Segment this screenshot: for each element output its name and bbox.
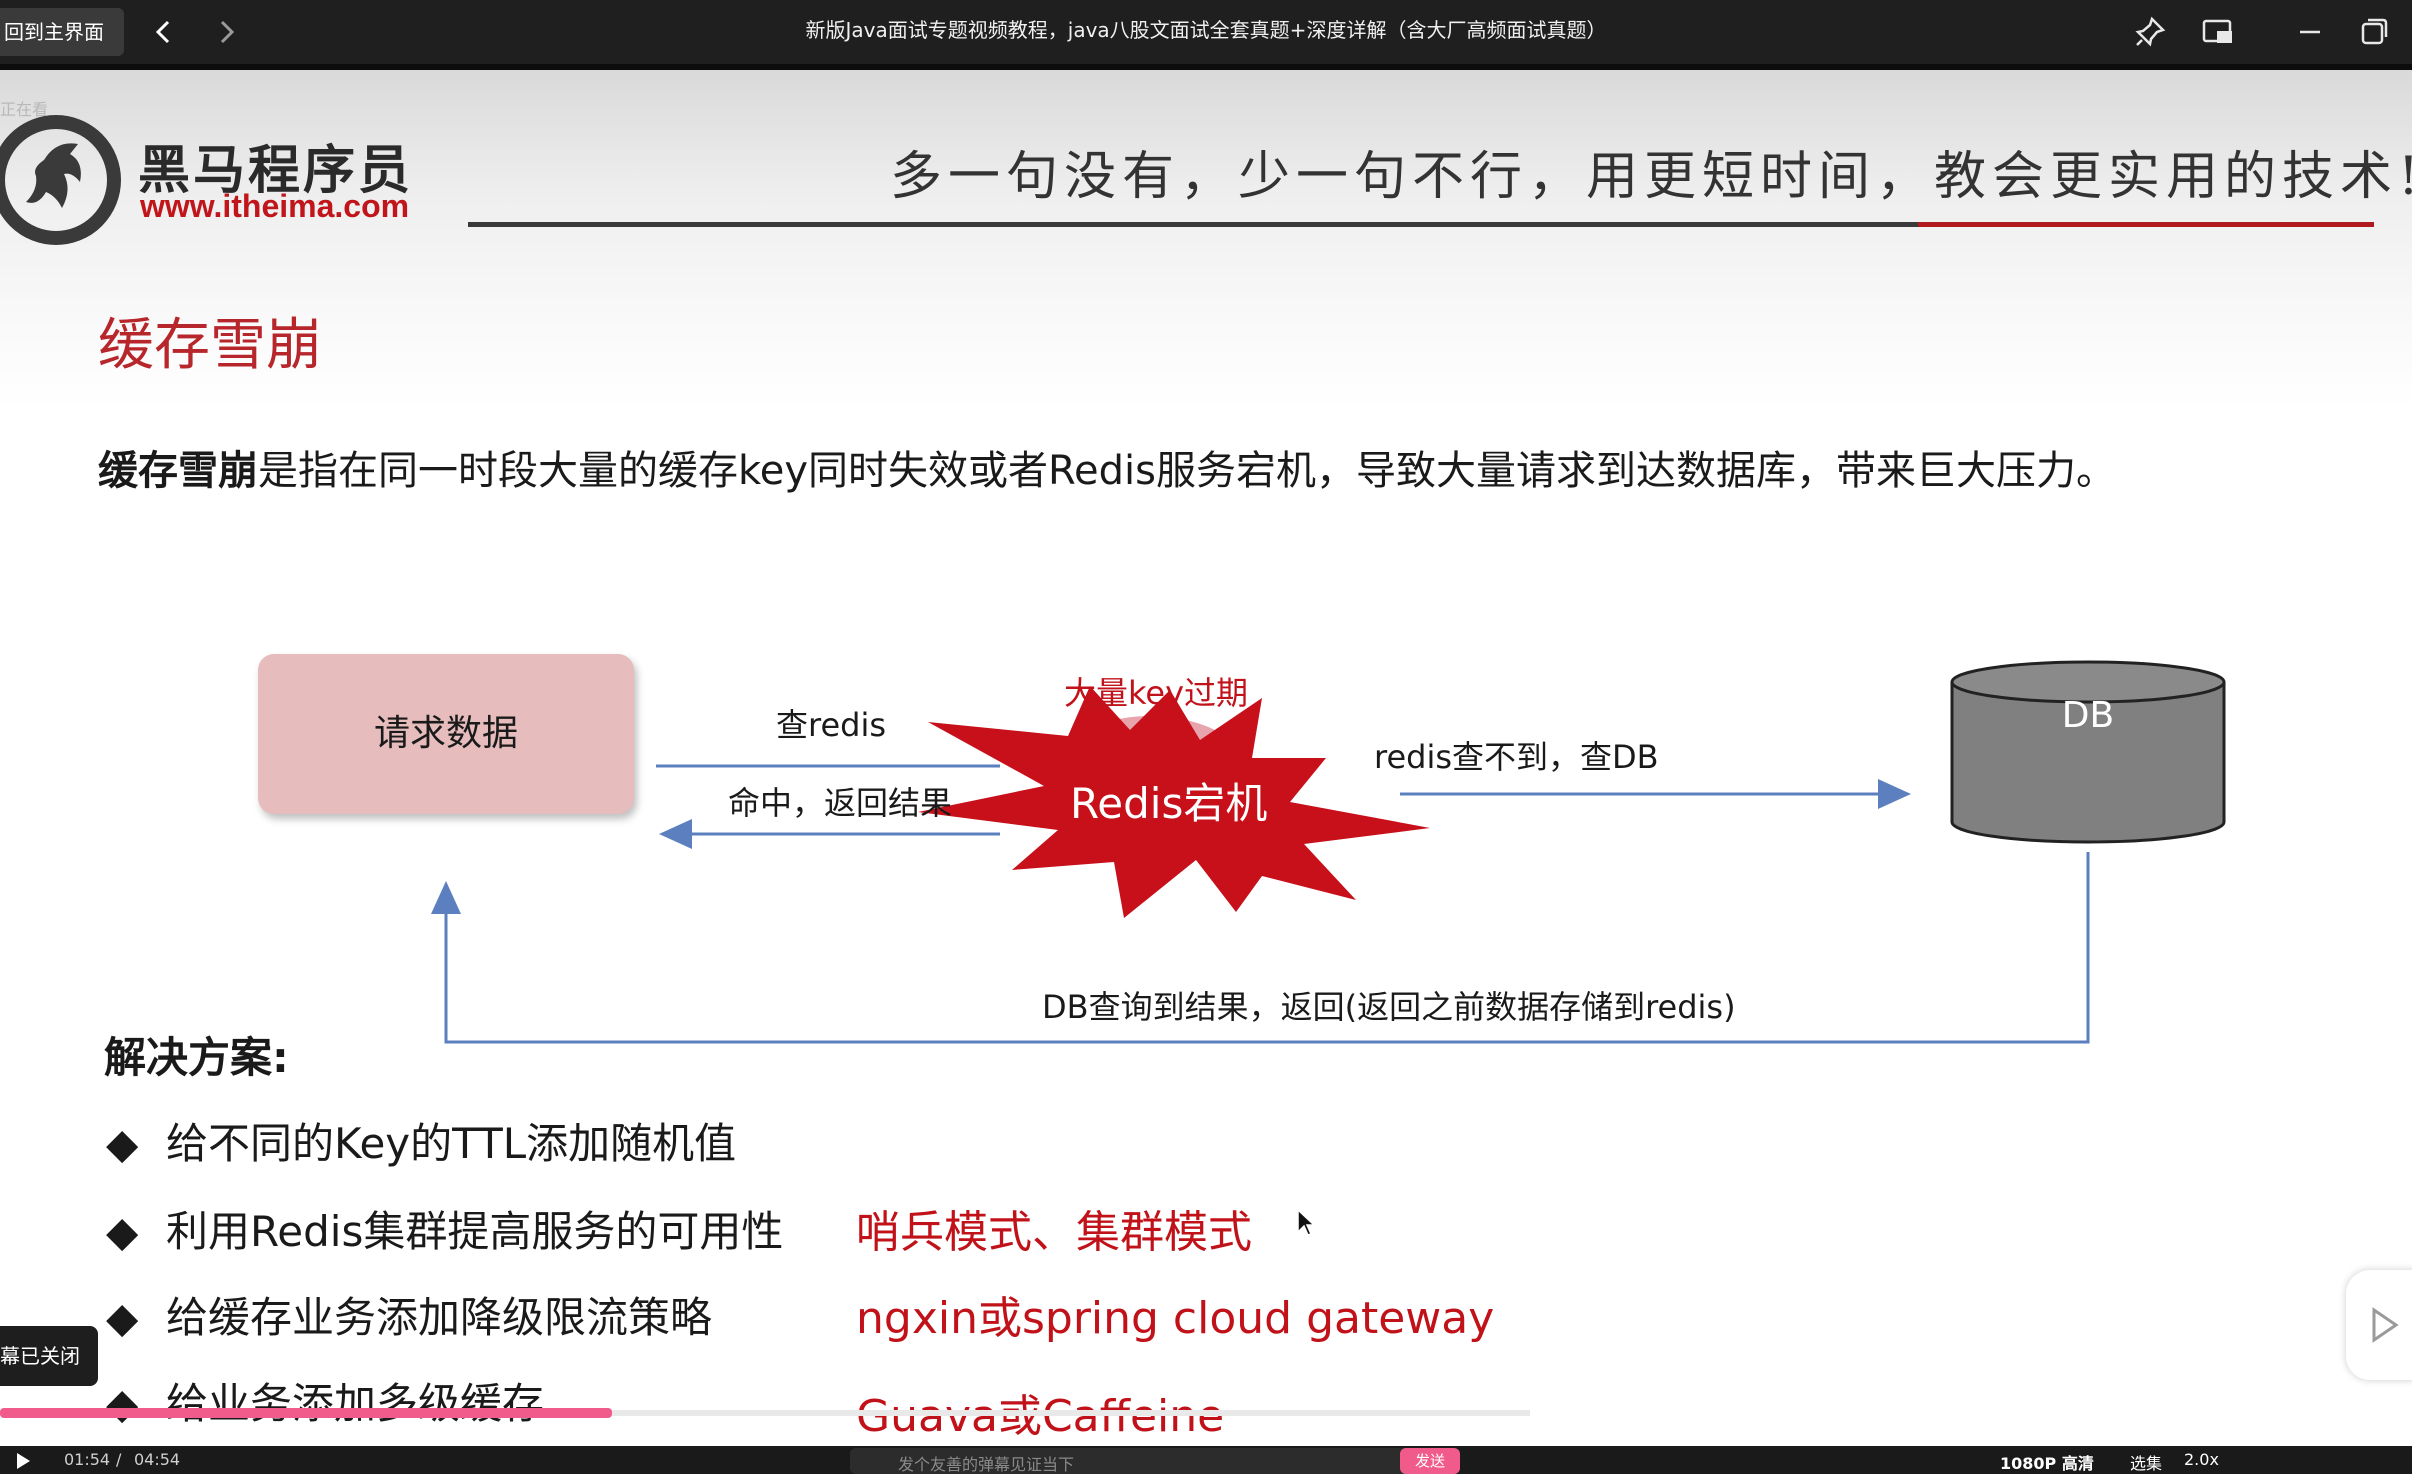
cache-avalanche-diagram: 请求数据 查redis 命中，返回结果 大量key过期 Redis宕机 redi… [0, 590, 2412, 1060]
minimize-icon[interactable] [2292, 14, 2328, 50]
danmu-input[interactable]: 发个友善的弹幕见证当下 [850, 1448, 1460, 1474]
diagram-canvas [431, 660, 2226, 1044]
send-danmu-button[interactable]: 发送 [1400, 1448, 1460, 1474]
redis-miss-label: redis查不到，查DB [1374, 738, 1659, 776]
brand-url: www.itheima.com [140, 188, 410, 224]
query-redis-label: 查redis [776, 706, 887, 744]
progress-track[interactable] [0, 1410, 1530, 1416]
solution-text: 给不同的Key的TTL添加随机值 [166, 1119, 737, 1168]
slogan-divider [468, 222, 2374, 227]
player-controls: 01:54 / 04:54 发个友善的弹幕见证当下 发送 1080P 高清 选集… [0, 1446, 2412, 1474]
solution-item: ◆ 给不同的Key的TTL添加随机值 [106, 1110, 736, 1171]
definition-term: 缓存雪崩 [98, 448, 258, 494]
explosion-star [918, 686, 1430, 918]
solution-note: 哨兵模式、集群模式 [856, 1207, 1252, 1258]
play-outline-icon [2372, 1307, 2399, 1343]
solution-item: ◆ 给业务添加多级缓存 [106, 1370, 544, 1431]
episode-selector[interactable]: 选集 [2130, 1454, 2163, 1473]
solution-note: ngxin或spring cloud gateway [856, 1293, 1495, 1344]
slogan-divider-accent [1918, 222, 2374, 227]
db-return-arrow [431, 852, 2090, 1044]
solution-item: ◆ 给缓存业务添加降级限流策略 [106, 1284, 712, 1345]
lecture-slide[interactable]: 正在看 黑马程序员 www.itheima.com 多一句没有，少一句不行，用更… [0, 70, 2412, 1474]
many-keys-expire-label: 大量key过期 [1064, 674, 1249, 712]
brand-name: 黑马程序员 [138, 141, 414, 201]
side-play-button[interactable] [2346, 1270, 2412, 1380]
diamond-bullet-icon: ◆ [106, 1119, 139, 1168]
danmu-placeholder: 发个友善的弹幕见证当下 [898, 1455, 1075, 1474]
hit-return-label: 命中，返回结果 [728, 784, 953, 822]
speed-selector[interactable]: 2.0x [2184, 1450, 2219, 1469]
mouse-cursor-icon [1296, 1208, 1316, 1238]
request-data-box: 请求数据 [258, 654, 634, 814]
time-total: 04:54 [134, 1450, 181, 1469]
solution-note: Guava或Caffeine [856, 1391, 1225, 1442]
slide-title: 缓存雪崩 [98, 313, 322, 378]
progress-fill[interactable] [0, 1408, 612, 1418]
picture-in-picture-icon[interactable] [2200, 14, 2236, 50]
watching-label: 正在看 [0, 100, 49, 119]
pin-icon[interactable] [2132, 14, 2168, 50]
quality-selector[interactable]: 1080P 高清 [2000, 1454, 2094, 1473]
play-icon[interactable] [12, 1450, 34, 1472]
solution-item: ◆ 利用Redis集群提高服务的可用性 [106, 1198, 783, 1259]
diamond-bullet-icon: ◆ [106, 1207, 139, 1256]
solution-text: 给缓存业务添加降级限流策略 [166, 1293, 713, 1342]
danmu-closed-toast: 幕已关闭 [0, 1326, 98, 1386]
back-to-main-button[interactable]: 回到主界面 [0, 8, 124, 56]
chevron-right-icon[interactable] [208, 14, 244, 50]
window-titlebar: 回到主界面 新版Java面试专题视频教程，java八股文面试全套真题+深度详解（… [0, 0, 2412, 68]
db-label: DB [2061, 695, 2115, 736]
db-cylinder-icon [1950, 660, 2226, 844]
time-separator: / [116, 1450, 122, 1469]
window-title: 新版Java面试专题视频教程，java八股文面试全套真题+深度详解（含大厂高频面… [805, 18, 1607, 42]
solution-text: 给业务添加多级缓存 [166, 1379, 545, 1428]
solution-text: 利用Redis集群提高服务的可用性 [166, 1207, 784, 1256]
definition-body: 是指在同一时段大量的缓存key同时失效或者Redis服务宕机，导致大量请求到达数… [258, 448, 2116, 494]
diamond-bullet-icon: ◆ [106, 1293, 139, 1342]
solutions-heading: 解决方案: [104, 1033, 289, 1082]
diamond-bullet-icon: ◆ [106, 1379, 139, 1428]
slide-slogan: 多一句没有，少一句不行，用更短时间，教会更实用的技术! [890, 147, 2412, 207]
titlebar-divider [0, 64, 2412, 70]
definition-text: 缓存雪崩是指在同一时段大量的缓存key同时失效或者Redis服务宕机，导致大量请… [98, 438, 2116, 496]
chevron-left-icon[interactable] [146, 14, 182, 50]
db-return-label: DB查询到结果，返回(返回之前数据存储到redis) [1042, 988, 1736, 1026]
time-current: 01:54 [64, 1450, 111, 1469]
restore-window-icon[interactable] [2356, 14, 2392, 50]
horse-logo-icon [0, 110, 126, 250]
redis-down-label: Redis宕机 [1070, 779, 1268, 828]
